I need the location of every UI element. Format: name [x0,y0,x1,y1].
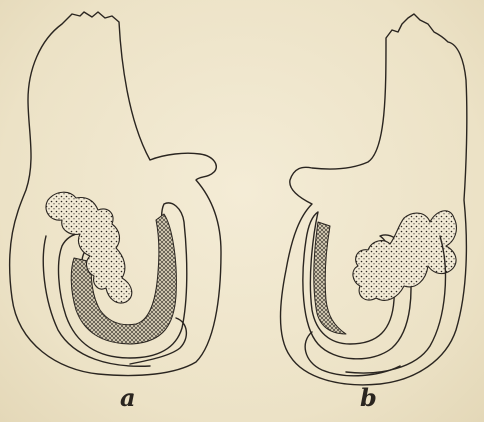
specimen-a-outline [10,12,221,376]
specimen-b-tail-curl [305,332,400,376]
specimen-b-outline [281,14,467,385]
panel-label-b: b [360,386,377,410]
specimen-a [10,12,221,376]
panel-label-a: a [120,386,136,410]
specimen-b-intestine-band [314,222,346,334]
specimen-b-glandular-mass [353,211,457,301]
specimen-b [281,14,467,385]
